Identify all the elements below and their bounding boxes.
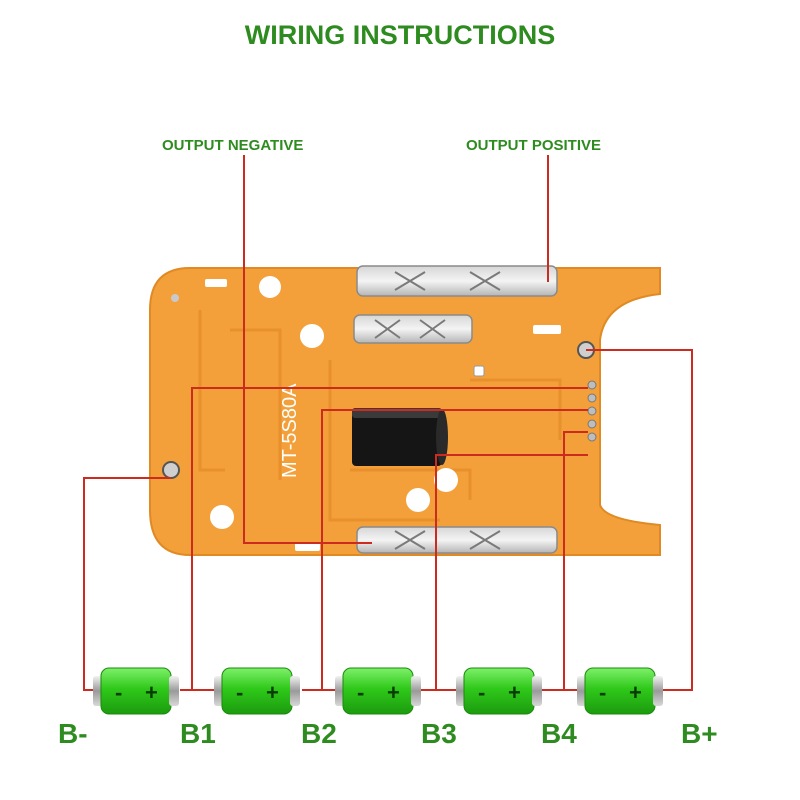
battery-4: - + [456, 667, 542, 715]
battery-minus-sign: - [478, 680, 485, 705]
battery-minus-sign: - [115, 680, 122, 705]
pad [533, 325, 561, 334]
mount-hole [300, 324, 324, 348]
output-positive-label: OUTPUT POSITIVE [466, 137, 602, 154]
b2-wire [321, 409, 588, 690]
terminal-b1: B1 [180, 718, 216, 749]
terminal-b-plus: B+ [681, 718, 718, 749]
battery-plus-sign: + [629, 680, 642, 705]
b4-wire [563, 431, 588, 690]
b-plus-wire [586, 349, 693, 691]
pad [473, 365, 485, 377]
output-negative-wire [243, 155, 372, 544]
diagram-title: WIRING INSTRUCTIONS [244, 20, 556, 50]
mount-hole [434, 468, 458, 492]
mount-hole [406, 488, 430, 512]
board-model-text: MT-5S80A [279, 383, 301, 478]
board-traces [198, 310, 562, 522]
output-bus-bar-top [356, 265, 558, 297]
mount-hole [171, 294, 179, 302]
terminal-b3: B3 [421, 718, 457, 749]
b-minus-screw [162, 461, 180, 479]
terminal-b2: B2 [301, 718, 337, 749]
b3-wire [435, 454, 588, 690]
terminal-b4: B4 [541, 718, 577, 749]
output-negative-label: OUTPUT NEGATIVE [162, 137, 304, 154]
black-component [352, 408, 448, 466]
battery-1: - + [93, 667, 179, 715]
battery-minus-sign: - [236, 680, 243, 705]
balance-pins [587, 380, 597, 442]
battery-plus-sign: + [266, 680, 279, 705]
pad [295, 542, 320, 551]
output-bus-bar-middle [353, 314, 473, 344]
mount-hole [259, 276, 281, 298]
battery-plus-sign: + [387, 680, 400, 705]
battery-3: - + [335, 667, 421, 715]
pad [205, 279, 227, 287]
battery-5: - + [577, 667, 663, 715]
battery-2: - + [214, 667, 300, 715]
b-minus-wire [83, 477, 171, 691]
battery-minus-sign: - [357, 680, 364, 705]
battery-plus-sign: + [508, 680, 521, 705]
bms-board: MT-5S80A [149, 265, 661, 556]
wires [83, 155, 693, 691]
b1-wire [191, 387, 588, 690]
output-bus-bar-bottom [356, 526, 558, 554]
terminal-b-minus: B- [58, 718, 88, 749]
battery-minus-sign: - [599, 680, 606, 705]
mount-hole [210, 505, 234, 529]
battery-plus-sign: + [145, 680, 158, 705]
